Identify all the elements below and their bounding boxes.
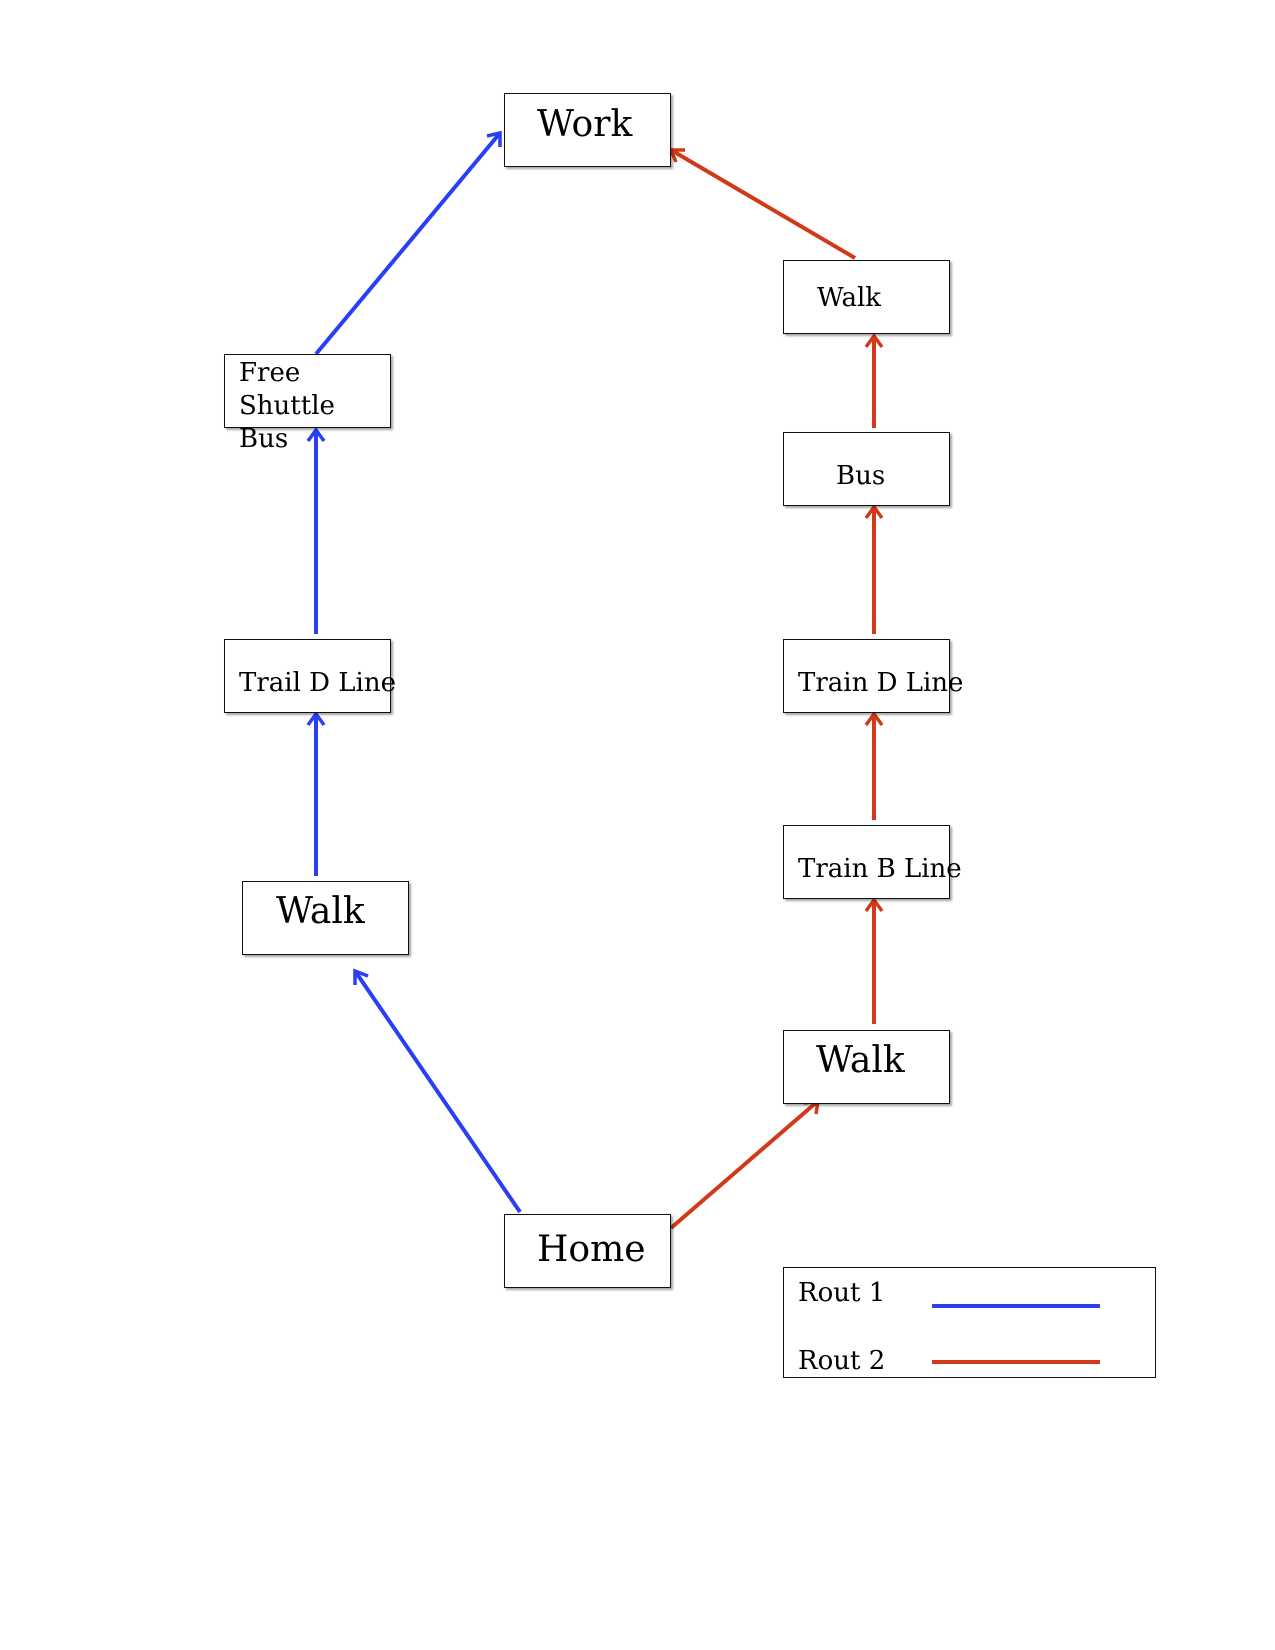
- node-walk-bottom-right-label: Walk: [816, 1040, 905, 1081]
- node-walk-bottom-right: Walk: [783, 1030, 950, 1104]
- node-bus: Bus: [783, 432, 950, 506]
- node-walk-left: Walk: [242, 881, 409, 955]
- legend: Rout 1 Rout 2: [783, 1267, 1156, 1378]
- node-train-b-line: Train B Line: [783, 825, 962, 899]
- arrow-home-to-walk2: [669, 1099, 820, 1230]
- node-walk-left-label: Walk: [276, 891, 365, 932]
- arrow-walk-top-to-work: [669, 148, 857, 260]
- arrowhead-traind: [864, 711, 884, 727]
- legend-route-1-swatch: [932, 1304, 1100, 1308]
- node-train-d-line-label: Train D Line: [798, 668, 964, 698]
- legend-route-2-label: Rout 2: [798, 1346, 886, 1376]
- arrowhead-work-red: [668, 148, 685, 163]
- node-trail-d-line: Trail D Line: [224, 639, 396, 713]
- arrowhead-work-blue: [486, 130, 502, 147]
- node-train-d-line: Train D Line: [783, 639, 963, 713]
- node-trail-d-line-label: Trail D Line: [239, 668, 396, 698]
- node-bus-label: Bus: [836, 461, 886, 491]
- arrowhead-bus: [864, 504, 884, 520]
- node-home: Home: [504, 1214, 671, 1288]
- arrowhead-walk: [353, 968, 369, 985]
- node-home-label: Home: [537, 1229, 646, 1270]
- route-1-arrows: [306, 130, 522, 1214]
- node-walk-top-right-label: Walk: [817, 283, 882, 313]
- arrow-shuttle-to-work: [314, 131, 502, 356]
- arrowhead-walk-top: [864, 333, 884, 349]
- node-free-shuttle-bus: Free Shuttle Bus: [224, 354, 391, 454]
- node-train-b-line-label: Train B Line: [798, 854, 962, 884]
- arrowhead-trail: [306, 711, 326, 727]
- arrowhead-trainb: [864, 897, 884, 913]
- node-walk-top-right: Walk: [783, 260, 950, 334]
- arrowhead-shuttle: [306, 427, 326, 443]
- node-work-label: Work: [537, 104, 633, 145]
- legend-route-1-label: Rout 1: [798, 1278, 886, 1308]
- arrow-home-to-walk: [353, 969, 522, 1214]
- node-free-shuttle-bus-label: Free Shuttle Bus: [239, 358, 335, 454]
- route-2-arrows: [668, 148, 884, 1230]
- legend-route-2-swatch: [932, 1360, 1100, 1364]
- node-work: Work: [504, 93, 671, 167]
